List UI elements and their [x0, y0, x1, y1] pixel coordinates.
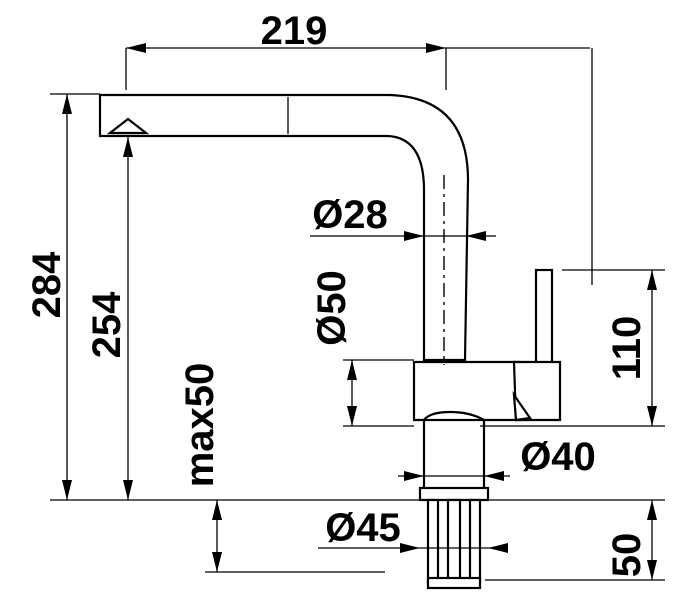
- label-shank-length: 50: [605, 533, 649, 578]
- spout: [98, 93, 470, 362]
- shank-foot: [426, 576, 482, 590]
- dimension-lines: [50, 43, 665, 581]
- label-max-deck: max50: [178, 363, 222, 488]
- label-width-top: 219: [261, 9, 328, 53]
- label-lever-height: 110: [605, 316, 649, 381]
- label-height-total: 284: [25, 251, 69, 318]
- label-spout-diameter: Ø28: [312, 193, 388, 237]
- label-hole-diameter: Ø45: [325, 506, 401, 550]
- lever-hinge: [512, 391, 532, 422]
- dimension-labels: 219 284 254 max50 Ø28 Ø50 110 Ø40 Ø45 50: [25, 9, 649, 577]
- label-spout-height: 254: [85, 291, 129, 358]
- label-body-diameter: Ø50: [310, 270, 354, 346]
- shank-right: [468, 498, 482, 584]
- faucet-base: [422, 418, 486, 500]
- shank-left: [426, 498, 440, 584]
- faucet-body: [412, 360, 522, 422]
- lever-handle: [534, 268, 554, 367]
- mounting-plate: [418, 486, 490, 502]
- label-base-diameter: Ø40: [520, 435, 596, 479]
- nozzle: [106, 117, 150, 135]
- shank-center: [446, 498, 462, 584]
